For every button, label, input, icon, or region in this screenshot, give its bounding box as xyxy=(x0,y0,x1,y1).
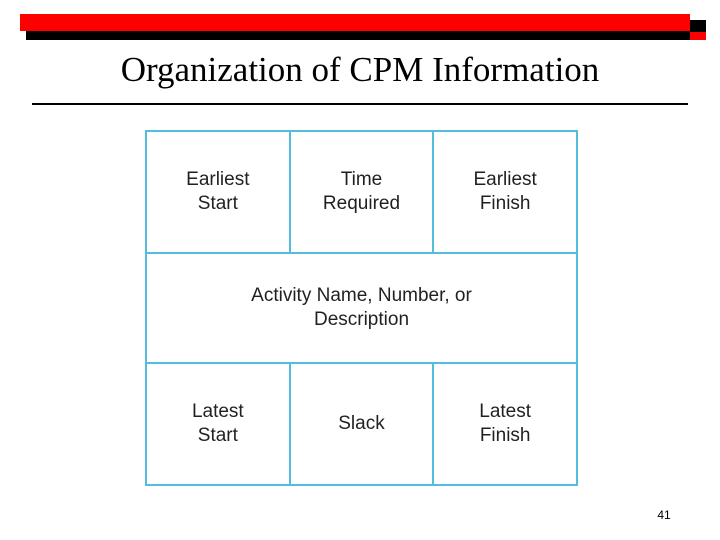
cell-line-1: Slack xyxy=(338,413,385,434)
cell-latest-start: Latest Start xyxy=(145,362,291,486)
cell-line-1: Activity Name, Number, or xyxy=(251,285,472,306)
cell-line-1: Latest xyxy=(479,401,532,422)
cell-latest-finish: Latest Finish xyxy=(432,362,578,486)
cell-line-1: Latest xyxy=(191,401,244,422)
cell-line-2: Finish xyxy=(479,193,531,214)
table-row: Activity Name, Number, or Description xyxy=(145,252,578,364)
title-decoration-bar xyxy=(20,14,706,40)
table-row: Earliest Start Time Required Earliest Fi… xyxy=(145,130,578,254)
cell-line-1: Earliest xyxy=(473,169,537,190)
cell-activity-description: Activity Name, Number, or Description xyxy=(145,252,578,364)
cell-earliest-start: Earliest Start xyxy=(145,130,291,254)
cell-line-2: Required xyxy=(322,193,401,214)
page-title: Organization of CPM Information xyxy=(120,50,600,89)
decoration-red-square xyxy=(690,32,706,40)
cell-line-2: Start xyxy=(197,193,238,214)
cell-earliest-finish: Earliest Finish xyxy=(432,130,578,254)
cell-line-2: Start xyxy=(197,425,238,446)
cell-line-2: Description xyxy=(313,309,410,330)
cell-line-1: Time xyxy=(340,169,383,190)
cell-line-2: Finish xyxy=(479,425,531,446)
cell-slack: Slack xyxy=(288,362,435,486)
decoration-red-bar xyxy=(20,14,690,31)
table-row: Latest Start Slack Latest Finish xyxy=(145,362,578,486)
cpm-activity-node-table: Earliest Start Time Required Earliest Fi… xyxy=(145,130,578,486)
cell-line-1: Earliest xyxy=(186,169,250,190)
cell-time-required: Time Required xyxy=(288,130,435,254)
title-underline-rule xyxy=(32,103,688,105)
page-number: 41 xyxy=(657,508,671,522)
